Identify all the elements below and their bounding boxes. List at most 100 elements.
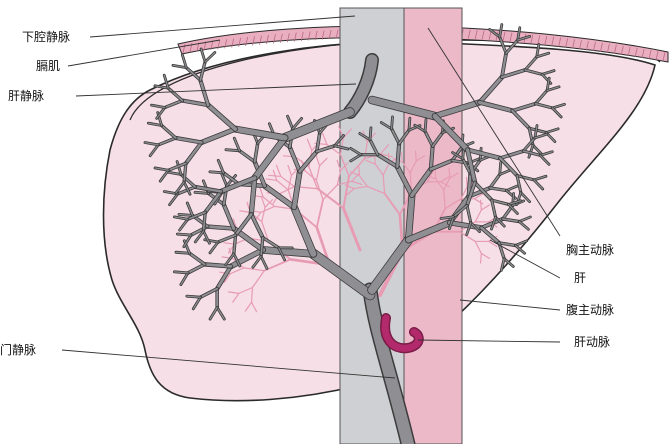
portal-branch (291, 204, 317, 257)
diaphragm-hatch-mark (509, 32, 513, 42)
hepatic-vein-branch (534, 89, 548, 105)
portal-branch (183, 234, 192, 248)
hepatic-vein-branch (184, 141, 203, 165)
hepatic-vein-branch (528, 127, 547, 134)
diaphragm-hatch-mark (662, 51, 666, 62)
leader-hepatic-vein (75, 83, 357, 97)
portal-branch (220, 172, 228, 187)
portal-branch (408, 117, 411, 131)
label-abdominal-aorta: 腹主动脉 (566, 303, 615, 317)
artery-branch (374, 163, 384, 176)
diaphragm-hatch-mark (586, 41, 589, 51)
diaphragm-hatch-mark (314, 30, 318, 41)
portal-branch (286, 115, 294, 130)
label-hepatic-artery: 肝动脉 (574, 335, 611, 349)
portal-branch (395, 164, 414, 198)
portal-branch (253, 142, 259, 163)
artery-branch (336, 169, 342, 186)
portal-branch (173, 271, 189, 274)
portal-branch (178, 213, 194, 217)
artery-branch (315, 155, 321, 167)
hepatic-vein-branch (541, 70, 555, 75)
hepatic-vein-branch (175, 181, 185, 194)
portal-branch (368, 235, 413, 294)
hepatic-vein-branch (185, 66, 202, 81)
portal-branch (334, 145, 349, 150)
label-portal-vein: 门静脉 (0, 343, 37, 357)
hepatic-vein-branch (517, 35, 531, 41)
hepatic-vein-branch (499, 23, 503, 38)
hepatic-vein-branch (490, 216, 497, 230)
hepatic-vein-branch (432, 100, 483, 119)
portal-branch (192, 296, 202, 310)
portal-branch (390, 127, 400, 145)
leader-hepatic-artery (417, 339, 561, 343)
artery-branch (319, 157, 328, 167)
artery-branch (239, 210, 252, 213)
artery-branch (336, 159, 342, 172)
hepatic-vein-branch (225, 253, 235, 266)
artery-branch (260, 205, 276, 213)
portal-branch (262, 183, 297, 210)
artery-branch (342, 175, 351, 210)
hepatic-vein-branch (533, 175, 547, 181)
hepatic-vein-branch (154, 85, 169, 89)
portal-branch (199, 287, 219, 299)
hepatic-vein-branch (250, 212, 265, 239)
diaphragm-hatch-mark (245, 36, 248, 47)
hepatic-vein-branch (176, 186, 197, 195)
artery-branch (263, 258, 292, 272)
portal-branch (194, 191, 210, 195)
hepatic-vein-branch (260, 255, 268, 270)
portal-branch (480, 226, 501, 245)
artery-branch (229, 267, 245, 275)
portal-branch (398, 129, 410, 145)
leader-ivc (89, 15, 356, 38)
hepatic-vein-branch (163, 99, 184, 109)
artery-branch (278, 185, 295, 195)
hepatic-vein-branch (261, 236, 280, 249)
portal-branch (514, 240, 528, 247)
leader-abdominal-aorta (459, 299, 561, 311)
hepatic-vein-branch (200, 48, 206, 63)
artery-branch (348, 158, 366, 177)
diaphragm-hatch-mark (613, 44, 617, 55)
artery-branch (440, 176, 450, 183)
hepatic-artery-hook-inner (381, 314, 423, 352)
artery-branch (280, 175, 295, 188)
artery-branch (426, 169, 435, 183)
diaphragm-hatch-mark (474, 29, 478, 40)
portal-branch (292, 117, 303, 130)
portal-branch (292, 169, 302, 210)
diaphragm-hatch-mark (488, 30, 492, 41)
hepatic-vein-branch (167, 171, 182, 176)
diaphragm-hatch-mark (286, 33, 290, 43)
portal-branch (288, 145, 302, 173)
portal-branch (260, 246, 317, 257)
portal-branch (209, 306, 218, 320)
hepatic-vein-branch (183, 181, 191, 195)
hepatic-vein-branch (478, 75, 504, 105)
artery-branch (465, 176, 468, 188)
hepatic-vein-branch (534, 133, 548, 139)
leader-portal-vein (61, 349, 396, 379)
hepatic-vein-branch (167, 87, 184, 102)
artery-branch (400, 151, 403, 163)
hepatic-vein-branch (508, 200, 522, 206)
portal-branch (225, 149, 241, 152)
portal-branch (498, 241, 517, 247)
artery-branch (223, 242, 236, 245)
diaphragm-hatch-mark (293, 32, 297, 42)
portal-branch (350, 154, 362, 162)
hepatic-vein-branch (204, 51, 216, 63)
artery-branch (415, 155, 426, 162)
hepatic-vein-branch (183, 162, 187, 183)
hepatic-vein-branch (156, 106, 166, 119)
hepatic-vein-branch (278, 247, 286, 261)
hepatic-vein-branch (498, 36, 507, 54)
hepatic-vein-branch (534, 102, 554, 109)
artery-branch (365, 159, 376, 165)
artery-branch (351, 180, 363, 185)
hepatic-vein-branch (466, 204, 472, 224)
artery-branch (379, 153, 393, 158)
